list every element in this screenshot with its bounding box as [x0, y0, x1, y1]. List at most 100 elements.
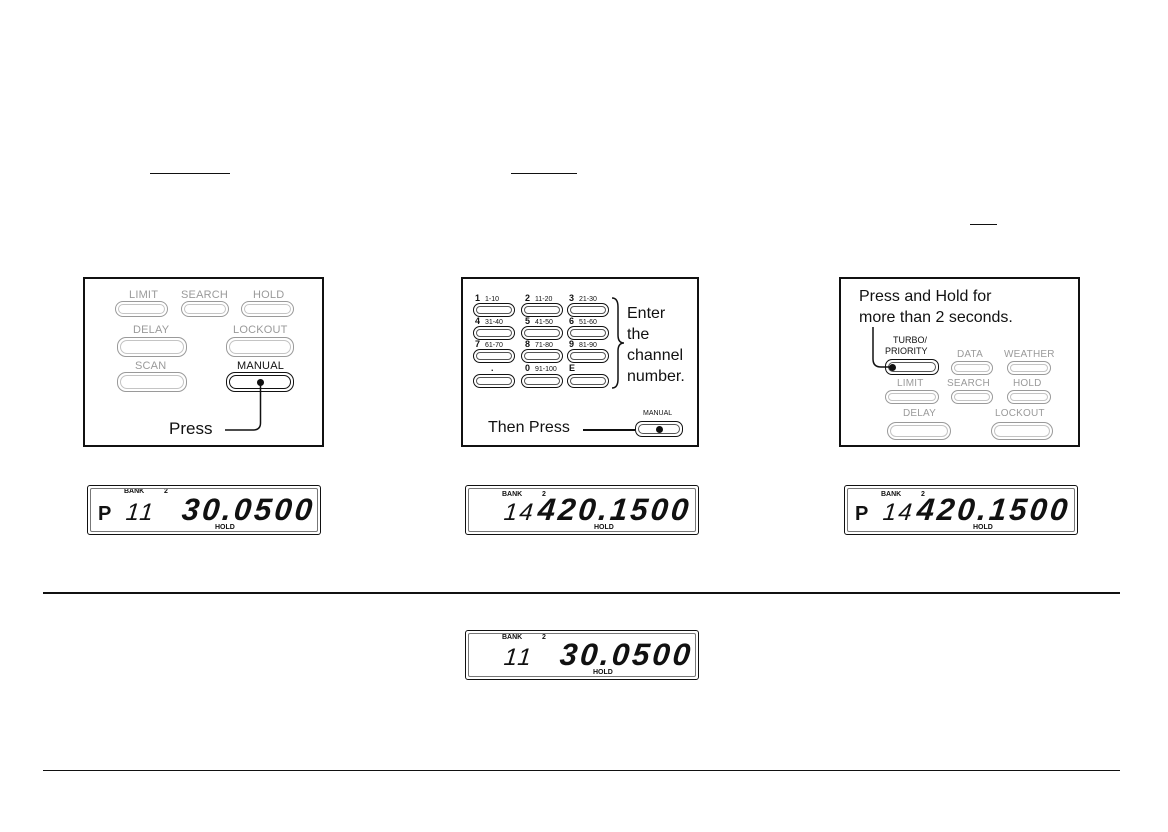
lockout-label: LOCKOUT: [233, 324, 288, 336]
lcd1-hold-status: HOLD: [215, 524, 235, 531]
key-8-button[interactable]: [521, 349, 563, 363]
search-label-right: SEARCH: [947, 378, 990, 389]
search-button[interactable]: [181, 301, 229, 317]
turbo-label-line1: TURBO/: [893, 335, 928, 345]
turbo-callout-line: [872, 327, 892, 368]
weather-label: WEATHER: [1004, 349, 1055, 360]
lcd3-priority-indicator: P: [855, 503, 869, 525]
lcd2-bank-label: BANK: [502, 491, 523, 498]
key-5-button[interactable]: [521, 326, 563, 340]
bottom-rule: [43, 770, 1120, 771]
hold-label-right: HOLD: [1013, 378, 1042, 389]
manual-small-label: MANUAL: [643, 410, 673, 417]
key-e-label: E: [569, 363, 576, 373]
lcd3-bank-number: 2: [921, 491, 925, 498]
key-3-button[interactable]: [567, 303, 609, 317]
lcd3-hold-status: HOLD: [973, 524, 993, 531]
search-button-right[interactable]: [951, 390, 993, 404]
lcd1-priority-indicator: P: [98, 503, 112, 525]
lockout-label-right: LOCKOUT: [995, 408, 1045, 419]
lcd4-channel: 11: [502, 644, 535, 671]
key-6-button[interactable]: [567, 326, 609, 340]
keypad-brace: [611, 297, 625, 389]
press-hold-line1: Press and Hold for: [859, 288, 992, 305]
key-2-button[interactable]: [521, 303, 563, 317]
lcd4-hold-status: HOLD: [593, 669, 613, 676]
key-9-button[interactable]: [567, 349, 609, 363]
delay-button-right[interactable]: [887, 422, 951, 440]
hold-label: HOLD: [253, 289, 285, 301]
limit-button[interactable]: [115, 301, 168, 317]
enter-text-line2: the: [627, 326, 650, 343]
lcd3-bank-label: BANK: [881, 491, 902, 498]
hold-button[interactable]: [241, 301, 294, 317]
section-divider: [43, 592, 1120, 594]
scan-button[interactable]: [117, 372, 187, 392]
lcd2-hold-status: HOLD: [594, 524, 614, 531]
manual-press-dot: [656, 426, 663, 433]
key-e-button[interactable]: [567, 374, 609, 388]
enter-text-line3: channel: [627, 347, 684, 364]
lcd-display-2: BANK 2 14 420.1500 HOLD: [465, 485, 699, 535]
lockout-button[interactable]: [226, 337, 294, 357]
lcd2-frequency: 420.1500: [536, 492, 694, 527]
lcd2-bank-number: 2: [542, 491, 546, 498]
text-underline-1: [150, 173, 230, 174]
enter-text-line4: number.: [627, 368, 685, 385]
press-indicator-dot: [257, 379, 264, 386]
search-label: SEARCH: [181, 289, 229, 301]
data-button[interactable]: [951, 361, 993, 375]
left-keypad-panel: LIMIT SEARCH HOLD DELAY LOCKOUT SCAN MAN…: [83, 277, 324, 447]
lcd1-channel: 11: [124, 499, 157, 526]
manual-label: MANUAL: [237, 360, 285, 372]
limit-label: LIMIT: [129, 289, 159, 301]
lcd1-frequency: 30.0500: [180, 492, 317, 527]
lcd4-bank-label: BANK: [502, 634, 523, 641]
scan-label: SCAN: [135, 360, 167, 372]
manual-small-button[interactable]: [635, 421, 683, 437]
text-underline-3: [970, 224, 997, 225]
lcd-display-1: BANK 2 P 11 30.0500 HOLD: [87, 485, 321, 535]
lcd1-bank-number: 2: [164, 488, 168, 495]
lcd2-channel: 14: [502, 499, 537, 526]
lcd4-frequency: 30.0500: [558, 637, 695, 672]
lcd-display-3: BANK 2 P 14 420.1500 HOLD: [844, 485, 1078, 535]
key-1-button[interactable]: [473, 303, 515, 317]
delay-label-right: DELAY: [903, 408, 937, 419]
data-label: DATA: [957, 349, 983, 360]
then-press-instruction: Then Press: [488, 419, 570, 436]
lockout-button-right[interactable]: [991, 422, 1053, 440]
lcd4-bank-number: 2: [542, 634, 546, 641]
limit-button-right[interactable]: [885, 390, 939, 404]
turbo-press-dot: [889, 364, 896, 371]
limit-label-right: LIMIT: [897, 378, 924, 389]
key-7-button[interactable]: [473, 349, 515, 363]
press-callout-line: [225, 383, 262, 431]
lcd3-frequency: 420.1500: [915, 492, 1073, 527]
delay-label: DELAY: [133, 324, 170, 336]
delay-button[interactable]: [117, 337, 187, 357]
right-keypad-panel: Press and Hold for more than 2 seconds. …: [839, 277, 1080, 447]
key-dot-button[interactable]: [473, 374, 515, 388]
then-press-line: [583, 429, 635, 431]
lcd3-channel: 14: [881, 499, 916, 526]
weather-button[interactable]: [1007, 361, 1051, 375]
lcd1-bank-label: BANK: [124, 488, 145, 495]
key-dot-label: .: [491, 363, 494, 373]
key-4-button[interactable]: [473, 326, 515, 340]
key-0-button[interactable]: [521, 374, 563, 388]
lcd-display-4: BANK 2 11 30.0500 HOLD: [465, 630, 699, 680]
hold-button-right[interactable]: [1007, 390, 1051, 404]
press-instruction: Press: [169, 419, 213, 438]
